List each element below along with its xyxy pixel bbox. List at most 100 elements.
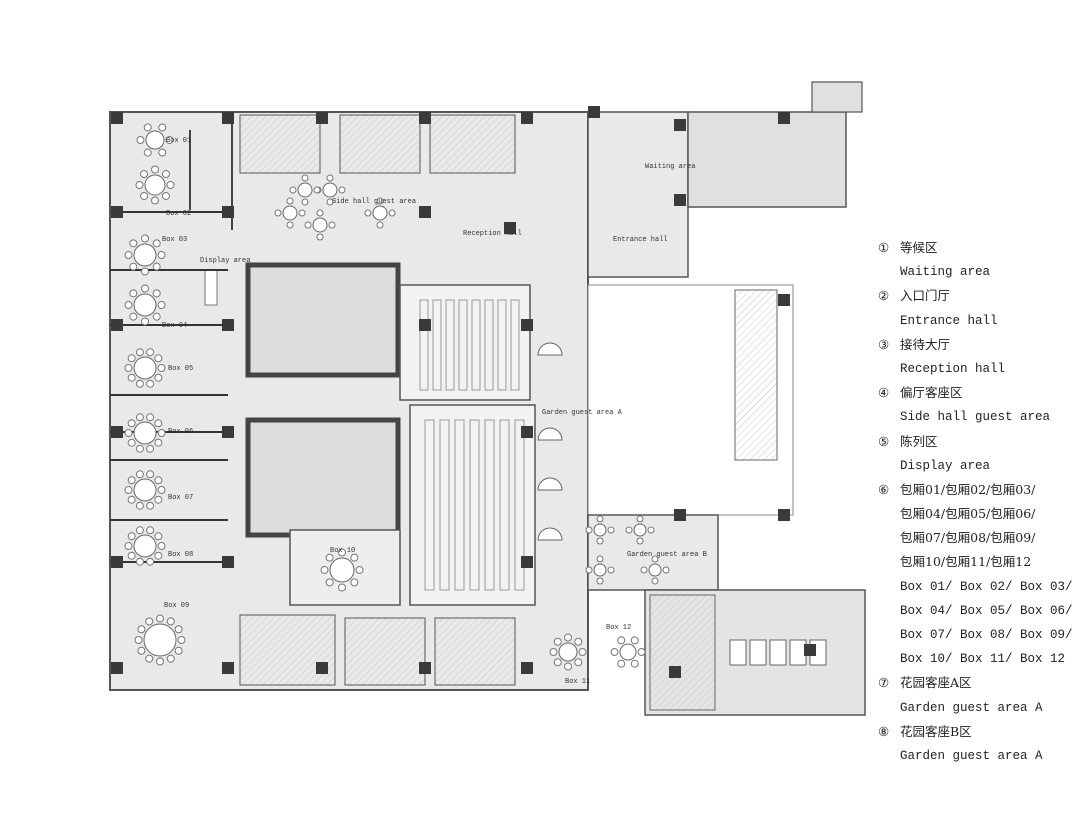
label-box-12: Box 12 [606,624,631,632]
chair [156,657,164,666]
column [674,119,686,131]
chair [124,251,133,259]
chair [326,198,334,206]
chair [157,429,166,437]
chair [316,233,324,241]
column [521,556,533,568]
kitchen-counter [424,419,435,591]
chair [127,476,136,485]
column [419,662,431,674]
chair [152,262,161,271]
round-table [633,523,647,537]
chair [301,174,309,182]
column [674,194,686,206]
chair [325,578,334,587]
kitchen-counter [497,299,507,391]
chair [137,625,146,634]
label-box-10: Box 10 [330,547,355,555]
chair [625,526,633,534]
kitchen-counter [484,299,494,391]
chair [376,197,384,205]
box-partitions [110,112,233,563]
chair [174,646,183,655]
chair [141,267,149,276]
core-south [245,417,401,538]
toilet-stall [789,639,807,666]
chair [146,470,155,479]
chair [151,165,159,174]
chair [124,364,133,372]
chair [135,348,144,357]
escalator [734,289,778,461]
column [419,206,431,218]
label-box-07: Box 07 [168,494,193,502]
chair [129,312,138,321]
column [521,426,533,438]
chair [165,136,174,144]
chair [146,348,155,357]
chair [154,354,163,363]
round-table [593,563,607,577]
service-core [687,111,847,208]
south-stair-2 [434,617,516,686]
chair [129,262,138,271]
column [111,556,123,568]
label-entrance-hall: Entrance hall [613,236,668,244]
chair [350,578,359,587]
core-north [245,262,401,378]
chair [127,419,136,428]
legend-number: ⑦ [878,675,890,691]
round-table [133,293,157,317]
chair [136,136,145,144]
legend-chinese-label: 包厢10/包厢11/包厢12 [900,554,1032,570]
chair [298,209,306,217]
chair [141,284,149,293]
kitchen-counter [471,299,481,391]
column [222,319,234,331]
chair [316,209,324,217]
chair [127,532,136,541]
chair [124,542,133,550]
chair [596,515,604,523]
legend-english-label: Entrance hall [900,313,998,328]
round-table [133,534,157,558]
chair [145,617,154,626]
chair [135,413,144,422]
kitchen-north [399,284,531,401]
column [316,662,328,674]
round-table [593,523,607,537]
chair [553,658,562,667]
column [804,644,816,656]
column [111,426,123,438]
kitchen-counter [454,419,465,591]
label-box-04: Box 04 [162,322,187,330]
chair [388,209,396,217]
chair [146,526,155,535]
label-reception-hall: Reception hall [463,230,522,238]
booth-seat [537,477,563,491]
chair [651,577,659,585]
column [669,666,681,678]
column [521,662,533,674]
chair [129,289,138,298]
chair [157,301,166,309]
legend-number: ① [878,240,890,255]
legend-chinese-label: 入口门厅 [900,288,951,304]
chair [610,648,619,656]
column [674,509,686,521]
label-box-09: Box 09 [164,602,189,610]
legend-chinese-label: 花园客座B区 [900,723,972,739]
chair [320,566,329,574]
label-garden-a: Garden guest area A [542,409,623,417]
legend-english-label: Side hall guest area [900,410,1051,425]
stair-annex [811,81,863,113]
round-table [145,130,165,150]
column [111,662,123,674]
chair [607,526,615,534]
chair [166,617,175,626]
